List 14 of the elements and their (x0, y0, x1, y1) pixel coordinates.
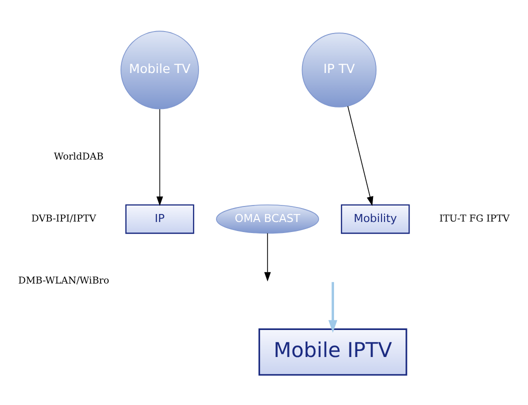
arrow (328, 282, 338, 332)
arrow (156, 108, 164, 206)
node-ellipse: OMA BCAST (216, 204, 320, 234)
node-box: Mobile IPTV (258, 328, 408, 376)
label: WorldDAB (54, 150, 104, 162)
label: ITU-T FG IPTV (439, 213, 510, 224)
label: DMB-WLAN/WiBro (18, 275, 110, 286)
node-circle: IP TV (302, 32, 376, 107)
node-box: Mobility (340, 204, 410, 234)
node-circle: Mobile TV (120, 30, 199, 109)
arrow (347, 105, 374, 206)
label: DVB-IPI/IPTV (31, 213, 96, 224)
arrow (264, 232, 271, 282)
node-box: IP (125, 204, 194, 234)
